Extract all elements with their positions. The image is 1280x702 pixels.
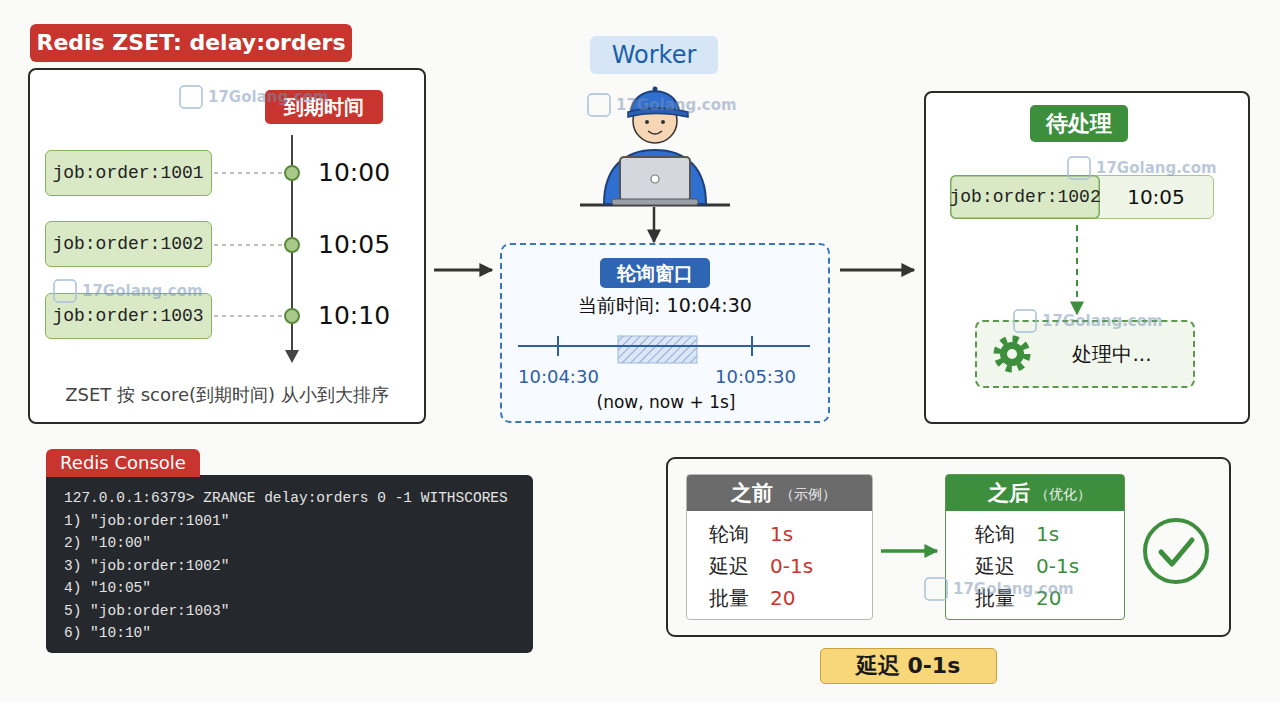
column-heading: 之后 — [979, 475, 1039, 511]
console-line: 6) "10:10" — [64, 622, 529, 644]
worker-hoodie — [604, 150, 706, 204]
flow-arrow — [840, 269, 914, 272]
row-key: 批量 — [709, 584, 759, 612]
due-time: 10:10 — [318, 301, 398, 331]
current-time: 当前时间: 10:04:30 — [502, 292, 828, 318]
watermark: 17Golang.com — [1042, 311, 1182, 331]
worker-eye — [661, 120, 665, 124]
summary-text: 延迟 0-1s — [820, 648, 997, 684]
row-key: 延迟 — [975, 552, 1025, 580]
watermark: 17Golang.com — [208, 87, 348, 107]
job-time: 10:05 — [1099, 175, 1213, 219]
row-value: 1s — [1036, 520, 1116, 548]
console-line: 1) "job:order:1001" — [64, 510, 529, 532]
desk-line — [580, 204, 730, 207]
row-value: 0-1s — [1036, 552, 1116, 580]
laptop-screen — [620, 157, 690, 201]
console-line: 5) "job:order:1003" — [64, 600, 529, 622]
pending-job: job:order:100210:05 — [950, 175, 1214, 219]
check-mark — [1161, 540, 1192, 564]
console-line: 2) "10:00" — [64, 532, 529, 554]
poll-window: 轮询窗口当前时间: 10:04:30 10:04:30 10:05:30(now, … — [500, 243, 830, 423]
flow-arrow — [434, 269, 492, 272]
watermark: 17Golang.com — [1096, 158, 1236, 178]
console-line: 4) "10:05" — [64, 577, 529, 599]
cap-button — [653, 87, 658, 92]
check-circle — [1145, 520, 1207, 582]
watermark: 17Golang.com — [616, 95, 756, 115]
column-subheading: （示例） — [777, 476, 839, 512]
job-id: job:order:1002 — [45, 221, 212, 267]
panel-heading: 待处理 — [1030, 105, 1128, 142]
column-heading: 之前 — [722, 475, 782, 511]
worker-label: Worker — [590, 36, 718, 74]
worker-eye — [645, 120, 649, 124]
status-text: 处理中... — [1047, 320, 1177, 388]
console-line: 3) "job:order:1002" — [64, 555, 529, 577]
watermark: 17Golang.com — [953, 579, 1093, 599]
job-box: job:order:1001 — [45, 150, 212, 196]
row-key: 延迟 — [709, 552, 759, 580]
row-value: 20 — [770, 584, 850, 612]
before-card: 之前（示例） 轮询 1s 延迟 0-1s 批量 20 — [686, 474, 873, 620]
poll-arrow — [653, 207, 656, 242]
worker-smile — [648, 131, 662, 134]
panel-note: ZSET 按 score(到期时间) 从小到大排序 — [30, 382, 424, 408]
watermark-icon — [588, 94, 610, 116]
job-box: job:order:1002 — [45, 221, 212, 267]
job-id: job:order:1002 — [950, 175, 1100, 219]
axis-label: 10:04:30 — [518, 365, 598, 389]
due-time: 10:05 — [318, 230, 398, 260]
axis-label: 10:05:30 — [715, 365, 795, 389]
column-subheading: （优化） — [1032, 476, 1094, 512]
redis-console: Redis Console127.0.0.1:6379> ZRANGE dela… — [46, 475, 533, 653]
comparison-frame — [667, 458, 1230, 636]
row-value: 1s — [770, 520, 850, 548]
row-key: 轮询 — [975, 520, 1025, 548]
watermark: 17Golang.com — [82, 281, 222, 301]
processing-box: 处理中... — [975, 320, 1195, 388]
laptop-base — [612, 199, 698, 205]
improve-arrow — [881, 549, 937, 553]
laptop-logo — [651, 175, 659, 183]
pending-panel: 待处理 job:order:100210:05 处理中... — [924, 91, 1250, 424]
due-time: 10:00 — [318, 158, 398, 188]
interval-label: (now, now + 1s] — [596, 391, 736, 413]
watermark-icon — [925, 578, 947, 600]
summary-tag: 延迟 0-1s — [820, 648, 997, 684]
row-key: 轮询 — [709, 520, 759, 548]
job-id: job:order:1001 — [45, 150, 212, 196]
after-card: 之后（优化）轮询1s延迟0-1s批量20 — [945, 474, 1125, 620]
panel-heading: Redis ZSET: delay:orders — [30, 24, 352, 62]
worker-actor: Worker — [585, 36, 725, 206]
console-line: 127.0.0.1:6379> ZRANGE delay:orders 0 -1… — [64, 487, 529, 509]
row-value: 0-1s — [770, 552, 850, 580]
console-tab: Redis Console — [46, 449, 200, 477]
window-heading: 轮询窗口 — [600, 258, 710, 288]
